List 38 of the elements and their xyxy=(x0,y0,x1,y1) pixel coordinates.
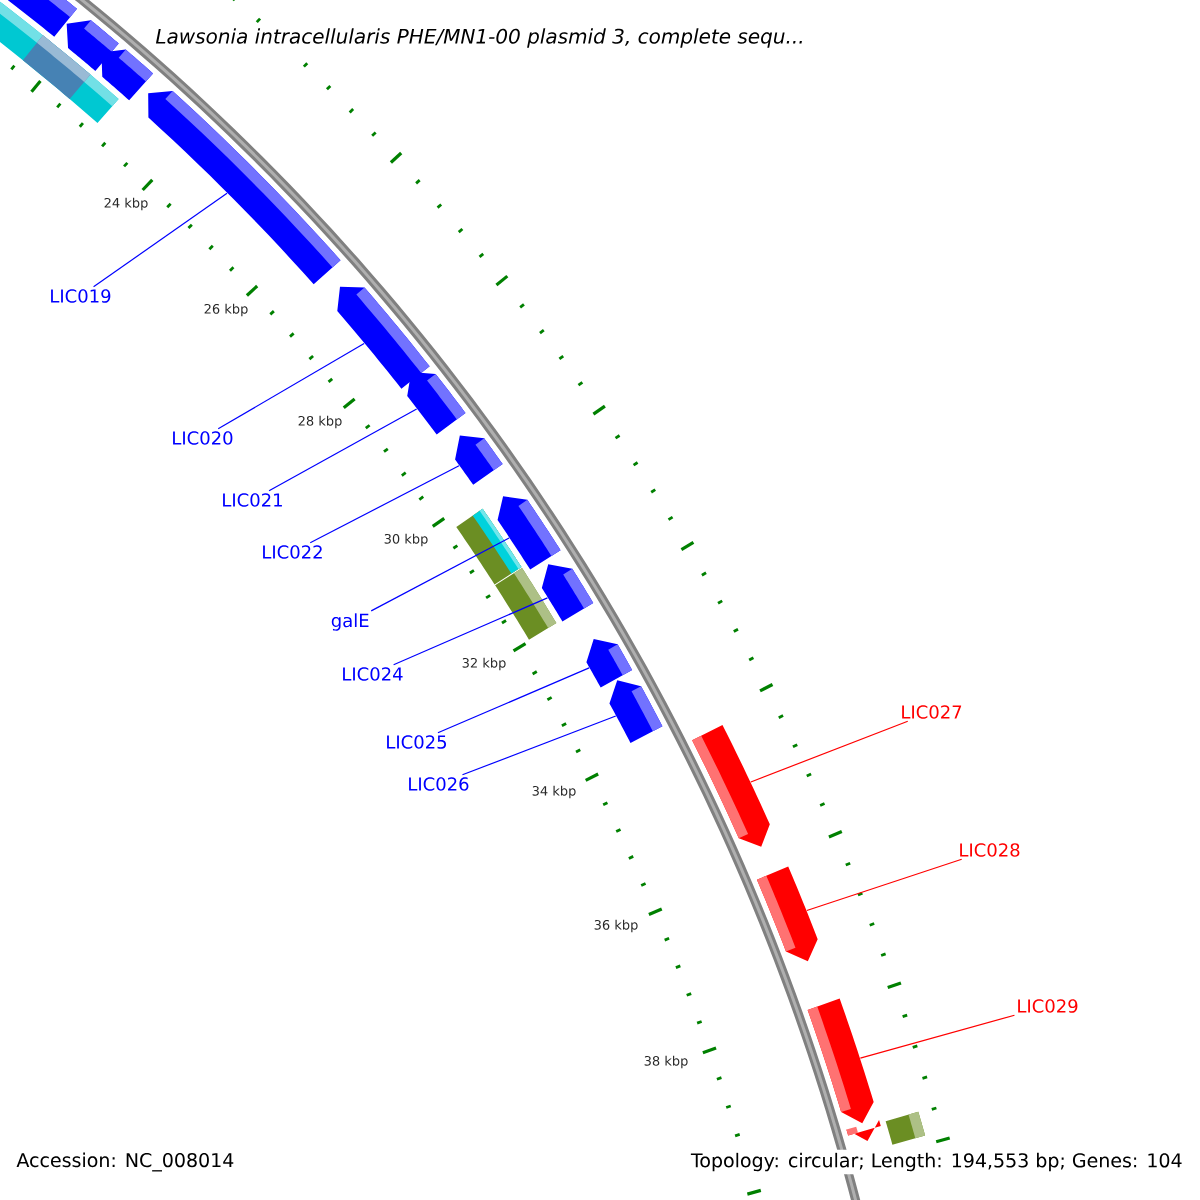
gene-feature xyxy=(586,639,633,688)
leader-line xyxy=(859,1014,1016,1059)
leader-line xyxy=(461,715,617,776)
leader-line xyxy=(93,192,228,288)
gene-label: LIC021 xyxy=(223,493,282,507)
gene-label: LIC019 xyxy=(51,289,111,303)
gene-label: LIC026 xyxy=(409,777,469,791)
gene-label: galE xyxy=(331,613,369,631)
gene-feature xyxy=(846,1120,881,1142)
leader-line xyxy=(393,597,549,666)
leader-line xyxy=(217,342,365,430)
gene-feature xyxy=(807,998,874,1124)
gene-label: LIC028 xyxy=(960,843,1020,857)
gene-label: LIC029 xyxy=(1018,999,1078,1013)
gene-label: LIC027 xyxy=(902,705,962,719)
gene-feature xyxy=(756,866,818,962)
gene-feature xyxy=(497,496,561,570)
leader-line xyxy=(806,858,963,912)
gene-feature xyxy=(692,725,770,847)
gene-feature xyxy=(148,90,341,285)
gene-feature xyxy=(407,371,466,435)
gene-feature xyxy=(101,49,154,101)
leader-line xyxy=(370,537,510,612)
summary-text: Topology: circular; Length: 194,553 bp; Genes: 104 xyxy=(687,1149,1186,1175)
gene-label: LIC025 xyxy=(387,735,446,749)
gene-label: LIC024 xyxy=(343,667,403,681)
title: Lawsonia intracellularis PHE/MN1-00 plasmid 3, complete sequ... xyxy=(152,25,808,51)
gene-feature xyxy=(337,286,430,389)
accession-text: Accession: NC_008014 xyxy=(16,1152,234,1172)
leader-line xyxy=(750,720,909,783)
gene-label: LIC020 xyxy=(173,431,233,445)
leader-line xyxy=(437,667,590,734)
gene-feature xyxy=(541,564,594,622)
gene-feature xyxy=(609,680,663,743)
leader-line xyxy=(309,465,460,544)
gene-feature xyxy=(455,435,503,485)
leader-line xyxy=(268,408,418,492)
gene-label: LIC022 xyxy=(263,545,322,559)
